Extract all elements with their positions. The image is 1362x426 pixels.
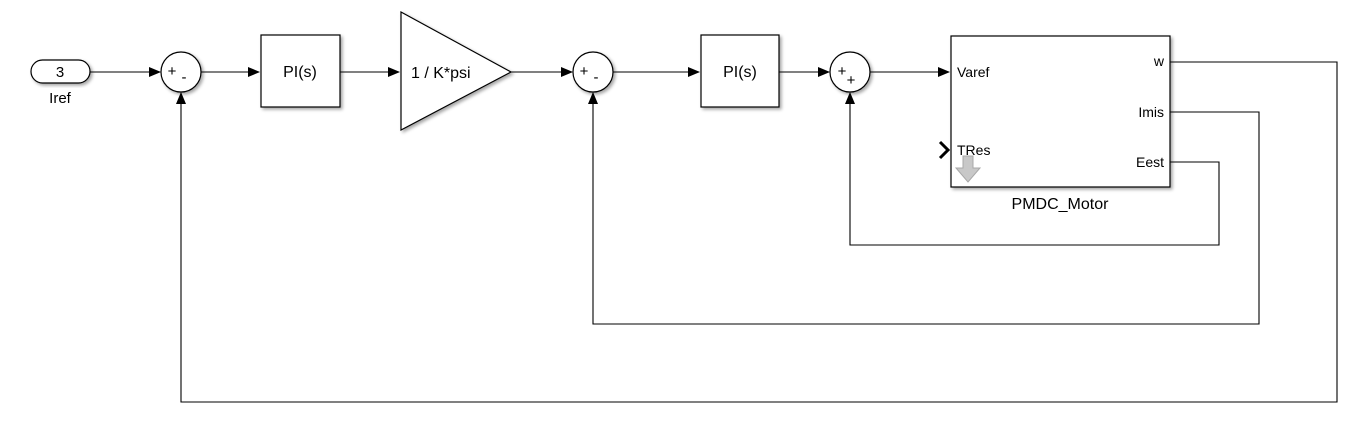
wire-w-feedback[interactable] [176,61,1338,403]
sum1-sign-plus: + [168,63,177,80]
pi2-label: PI(s) [723,64,757,81]
unconnected-port-chevron-icon [938,140,951,160]
inport-label: Iref [49,90,72,107]
port-w: w [1153,53,1165,69]
pi-controller-2[interactable]: PI(s) [700,34,780,108]
gain-block[interactable]: 1 / K*psi [400,10,513,131]
port-varef: Varef [957,64,990,80]
port-imis: Imis [1138,104,1164,120]
pi-controller-1[interactable]: PI(s) [260,34,341,108]
signal-lines [90,61,1338,403]
sum2-sign-minus: - [594,69,599,86]
sum1-sign-minus: - [182,69,187,86]
sum-block-1[interactable]: + - [160,51,202,93]
inport-iref[interactable]: 3 Iref [30,59,91,107]
subsystem-name: PMDC_Motor [1012,196,1110,213]
pmdc-motor-subsystem[interactable]: Varef TRes w Imis Eest PMDC_Motor [938,35,1171,213]
sum-block-3[interactable]: + + [829,51,871,93]
sum3-sign-plus-1: + [838,63,847,80]
gain-label: 1 / K*psi [411,65,471,82]
sum-block-2[interactable]: + - [572,51,614,93]
look-under-mask-arrow-icon[interactable] [954,155,982,183]
sum2-sign-plus: + [580,63,589,80]
inport-number: 3 [56,64,64,81]
port-eest: Eest [1136,154,1164,170]
port-tres: TRes [957,142,990,158]
sum3-sign-plus-2: + [847,72,856,89]
wire-imis-feedback[interactable] [588,92,1260,325]
pi1-label: PI(s) [283,64,317,81]
wire-eest-feedback[interactable] [845,92,1220,246]
